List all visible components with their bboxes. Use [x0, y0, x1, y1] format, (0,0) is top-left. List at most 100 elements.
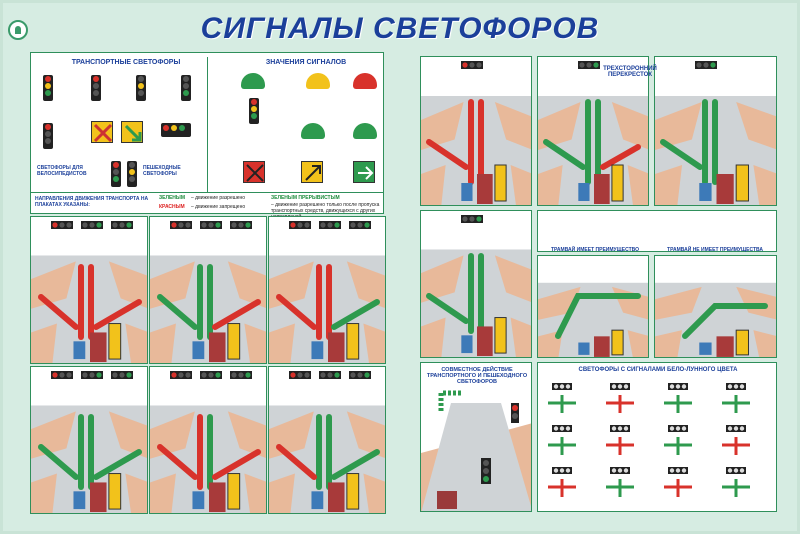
joint-action-header: СОВМЕСТНОЕ ДЕЙСТВИЕ ТРАНСПОРТНОГО И ПЕШЕ…: [426, 367, 528, 385]
helmet-icon: [241, 73, 265, 89]
pattern-word: ЗЕЛЕНЫМ ПРЕРЫВИСТЫМ: [271, 195, 340, 201]
bus-icon: [328, 332, 345, 363]
pedestrian-lights-label: ПЕШЕХОДНЫЕ СВЕТОФОРЫ: [143, 165, 181, 177]
green-arrow-icon: [353, 161, 375, 183]
green-arrow: [331, 299, 380, 330]
white-lunar-header: СВЕТОФОРЫ С СИГНАЛАМИ БЕЛО-ЛУННОГО ЦВЕТА: [578, 367, 738, 373]
tram-priority-label: ТРАМВАЙ ИМЕЕТ ПРЕИМУЩЕСТВО: [550, 247, 640, 253]
signal-arrow-icon: [548, 425, 576, 455]
white-lunar-panel: СВЕТОФОРЫ С СИГНАЛАМИ БЕЛО-ЛУННОГО ЦВЕТА: [537, 362, 777, 512]
divider: [207, 57, 208, 207]
tram-info-box: [537, 210, 777, 252]
car-icon: [461, 335, 473, 354]
green-arrow: [157, 294, 198, 330]
tram-icon: [346, 473, 360, 510]
green-arrow: [555, 293, 641, 339]
intersection-scene: [149, 366, 267, 514]
tram-icon: [108, 323, 122, 360]
intersection-scene: [420, 210, 532, 358]
red-arrow: [212, 449, 261, 480]
signal-arrow-icon: [722, 467, 750, 497]
red-arrow: [276, 294, 317, 330]
tram-icon: [227, 323, 241, 360]
green-arrow: [543, 139, 586, 170]
car-icon: [73, 341, 86, 360]
car-icon: [578, 183, 590, 201]
bus-icon: [90, 332, 107, 363]
car-icon: [699, 183, 712, 201]
tram-icon: [227, 473, 241, 510]
car-icon: [311, 491, 324, 510]
traffic-light-icon: [161, 123, 191, 137]
red-arrow: [212, 299, 261, 330]
traffic-light-icon: [127, 161, 137, 187]
traffic-light-icon: [43, 123, 53, 149]
signal-arrow-icon: [664, 383, 692, 413]
bus-icon: [716, 336, 734, 357]
traffic-light-icon: [91, 75, 101, 101]
traffic-light-icon: [181, 75, 191, 101]
bus-icon: [437, 491, 457, 509]
helmet-icon: [353, 123, 377, 139]
bus-icon: [716, 174, 734, 204]
joint-action-panel: СОВМЕСТНОЕ ДЕЙСТВИЕ ТРАНСПОРТНОГО И ПЕШЕ…: [420, 362, 532, 512]
helmet-icon: [306, 73, 330, 89]
signal-arrow-icon: [606, 383, 634, 413]
car-icon: [461, 183, 473, 201]
green-arrow: [426, 293, 469, 324]
green-arrow: [38, 444, 79, 480]
signals-meaning-header: ЗНАЧЕНИЯ СИГНАЛОВ: [265, 59, 347, 66]
signal-arrow-icon: [606, 467, 634, 497]
signal-arrow-icon: [548, 467, 576, 497]
green-arrow: [682, 303, 768, 339]
car-icon: [192, 341, 205, 360]
red-arrow: [38, 294, 79, 330]
car-icon: [192, 491, 205, 510]
red-arrow: [93, 299, 142, 330]
tram-icon: [611, 329, 624, 356]
bus-icon: [594, 174, 610, 204]
logo-icon: [8, 20, 28, 40]
green-text: – движение разрешено: [191, 195, 246, 201]
intersection-scene: [30, 366, 148, 514]
arrow-x-icon: [91, 121, 113, 143]
tram-no-priority-label: ТРАМВАЙ НЕ ИМЕЕТ ПРЕИМУЩЕСТВА: [667, 247, 763, 253]
helmet-icon: [353, 73, 377, 89]
directions-header: НАПРАВЛЕНИЯ ДВИЖЕНИЯ ТРАНСПОРТА НА ПЛАКА…: [35, 196, 149, 208]
green-arrow: [93, 449, 142, 480]
red-text: – движение запрещено: [191, 204, 246, 210]
red-arrow: [157, 444, 198, 480]
bus-icon: [594, 336, 610, 357]
tram-no-priority-scene: [654, 255, 777, 358]
intersection-scene: [268, 366, 386, 514]
three-way-label: ТРЕХСТОРОННИЙ ПЕРЕКРЕСТОК: [603, 66, 657, 78]
tram-icon: [108, 473, 122, 510]
signal-arrow-icon: [722, 425, 750, 455]
bus-icon: [90, 482, 107, 513]
tram-icon: [494, 164, 507, 202]
traffic-light-icon: [111, 161, 121, 187]
tram-icon: [735, 329, 749, 356]
bicycle-lights-label: СВЕТОФОРЫ ДЛЯ ВЕЛОСИПЕДИСТОВ: [37, 165, 87, 177]
tram-icon: [494, 317, 507, 354]
tram-icon: [611, 164, 624, 202]
red-arrow: [600, 144, 641, 170]
signal-arrow-icon: [722, 383, 750, 413]
transport-lights-header: ТРАНСПОРТНЫЕ СВЕТОФОРЫ: [71, 59, 181, 66]
bus-icon: [328, 482, 345, 513]
tram-icon: [735, 164, 749, 202]
red-arrow-icon: [243, 161, 265, 183]
signal-arrow-icon: [664, 467, 692, 497]
red-arrow: [426, 139, 469, 170]
intersection-scene: [268, 216, 386, 364]
intersection-scene: [420, 56, 532, 206]
bus-icon: [209, 332, 226, 363]
car-icon: [699, 342, 712, 355]
arrow-down-icon: [121, 121, 143, 143]
bus-icon: [477, 326, 493, 357]
bus-icon: [209, 482, 226, 513]
green-arrow: [660, 139, 703, 170]
intersection-scene: [30, 216, 148, 364]
signal-arrow-icon: [548, 383, 576, 413]
tram-icon: [346, 323, 360, 360]
